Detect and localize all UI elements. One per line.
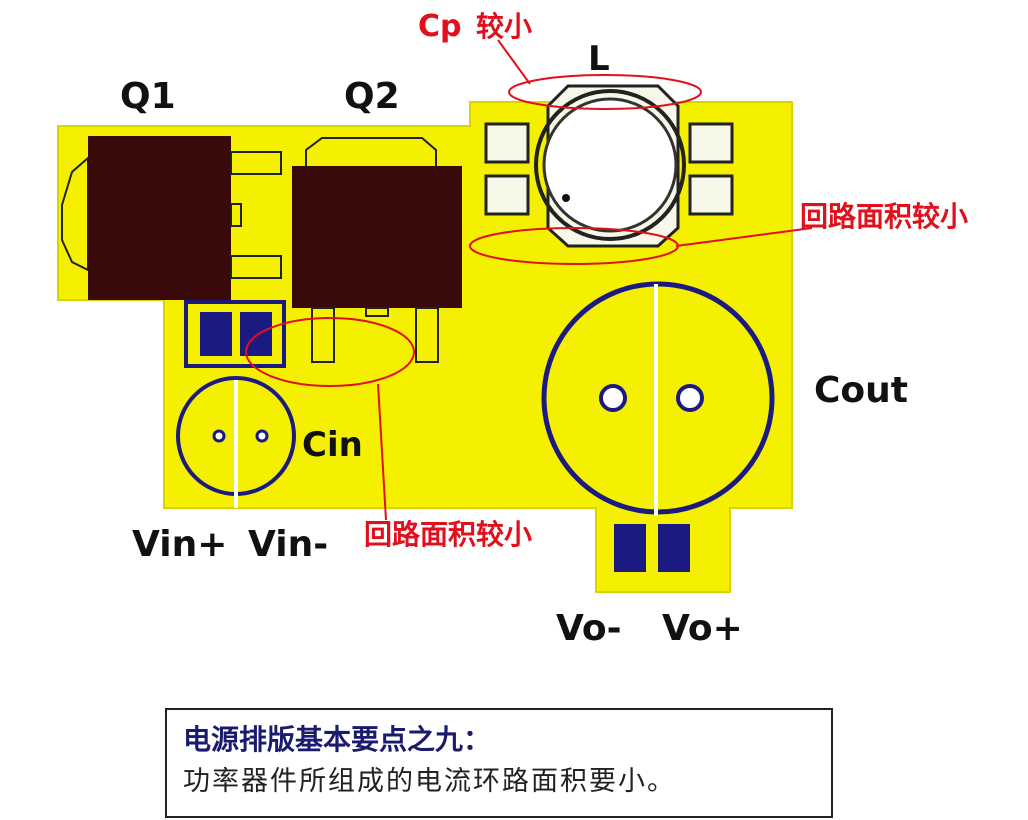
note-title: 电源排版基本要点之九：: [183, 723, 492, 756]
q1-lead-mid: [230, 203, 242, 227]
inductor-marker-dot: [562, 194, 570, 202]
pcb-layout-diagram: Q1 Q2 L Cp 较小 回路面积较小 回路面积较小 Cin Cout Vin…: [57, 9, 968, 649]
loop-ellipse-bottom: [245, 317, 415, 387]
cin-label: Cin: [302, 425, 363, 465]
vo-pad-right: [658, 524, 690, 572]
cin-pin-right: [255, 429, 269, 443]
vo-plus-label: Vo+: [662, 608, 743, 649]
cin-pad-left: [200, 312, 232, 356]
cout-pin-left: [599, 384, 627, 412]
cin-pad-right: [240, 312, 272, 356]
vo-minus-label: Vo-: [556, 608, 622, 649]
q2-tab: [305, 137, 437, 169]
inductor-coil-inner: [542, 97, 678, 233]
note-body: 功率器件所组成的电流环路面积要小。: [183, 766, 676, 797]
loop-leader-line-top: [675, 227, 813, 247]
cp-note-label: 较小: [476, 10, 532, 43]
inductor-pad-left-top: [484, 122, 530, 164]
loop-area-label-top: 回路面积较小: [800, 200, 968, 233]
cin-pin-left: [212, 429, 226, 443]
q1-label: Q1: [120, 76, 176, 117]
cp-ellipse: [508, 74, 702, 110]
cout-pin-right: [676, 384, 704, 412]
vin-plus-label: Vin+: [132, 524, 227, 565]
loop-leader-line-bottom: [377, 383, 387, 521]
inductor-pad-right-bottom: [688, 174, 734, 216]
inductor-label: L: [588, 39, 610, 79]
q1-body: [88, 136, 231, 300]
inductor-pad-left-bottom: [484, 174, 530, 216]
vin-minus-label: Vin-: [248, 524, 328, 565]
loop-area-label-bottom: 回路面积较小: [364, 518, 532, 551]
q2-lead-mid: [365, 307, 389, 317]
cp-leader-line: [497, 39, 531, 85]
q1-lead-top: [230, 151, 282, 175]
q2-label: Q2: [344, 76, 400, 117]
inductor-pad-right-top: [688, 122, 734, 164]
q2-body: [292, 166, 462, 308]
cout-label: Cout: [814, 370, 908, 411]
inductor-coil-outer: [534, 89, 686, 241]
cp-label: Cp: [418, 9, 462, 44]
cin-pad-frame: [184, 300, 286, 368]
q2-lead-right: [415, 307, 439, 363]
note-box: 电源排版基本要点之九： 功率器件所组成的电流环路面积要小。: [165, 708, 833, 818]
q2-lead-left: [311, 307, 335, 363]
q1-lead-bottom: [230, 255, 282, 279]
vo-pad-left: [614, 524, 646, 572]
